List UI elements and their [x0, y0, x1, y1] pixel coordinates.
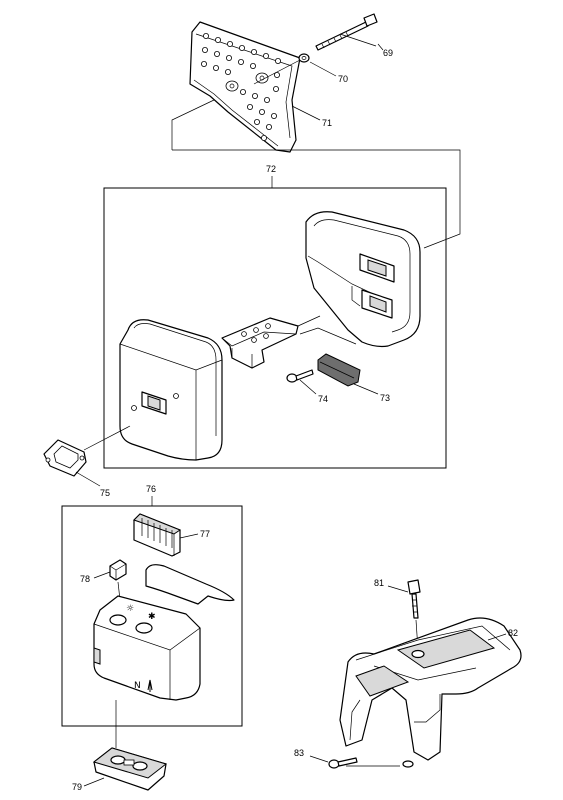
- label-71: 71: [322, 118, 332, 128]
- part-71-heat-shield-plate: [189, 21, 301, 153]
- part-82-bracket: [339, 617, 522, 768]
- label-69: 69: [383, 48, 393, 58]
- part-labels: 69 70 71 72 73 74 75 76 77 78 79 81 82 8…: [72, 48, 518, 792]
- label-74: 74: [318, 394, 328, 404]
- muffler-rear-shell: [305, 211, 421, 348]
- part-83-screw: [309, 755, 400, 769]
- part-74-screw: [286, 369, 317, 395]
- label-75: 75: [100, 488, 110, 498]
- group-frame-72: [103, 187, 447, 469]
- baffle-bracket: [221, 317, 299, 369]
- part-75-gasket: [43, 425, 131, 487]
- air-cleaner-housing: ☼ ✱ N: [93, 564, 235, 701]
- part-70-washer: [298, 53, 310, 63]
- leader-lines-top: [171, 33, 461, 249]
- label-73: 73: [380, 393, 390, 403]
- part-69-long-bolt: [315, 13, 378, 51]
- muffler-front-shell: [119, 319, 223, 461]
- plate-holes: [200, 33, 281, 141]
- label-81: 81: [374, 578, 384, 588]
- label-76: 76: [146, 484, 156, 494]
- star-symbol: ✱: [148, 612, 156, 622]
- label-83: 83: [294, 748, 304, 758]
- part-77-filter-element: [133, 513, 199, 557]
- n-letter: N: [134, 681, 141, 691]
- part-73-screen-plate: [317, 353, 379, 395]
- label-77: 77: [200, 529, 210, 539]
- label-79: 79: [72, 782, 82, 792]
- leader-lines-72: [297, 315, 357, 345]
- sun-symbol: ☼: [126, 604, 134, 614]
- label-70: 70: [338, 74, 348, 84]
- label-72: 72: [266, 164, 276, 174]
- group-frame-76: [61, 505, 243, 727]
- label-78: 78: [80, 574, 90, 584]
- part-81-bolt: [387, 579, 421, 651]
- part-78-cap-screw: [93, 559, 127, 601]
- label-82: 82: [508, 628, 518, 638]
- part-79-cover: [83, 700, 168, 791]
